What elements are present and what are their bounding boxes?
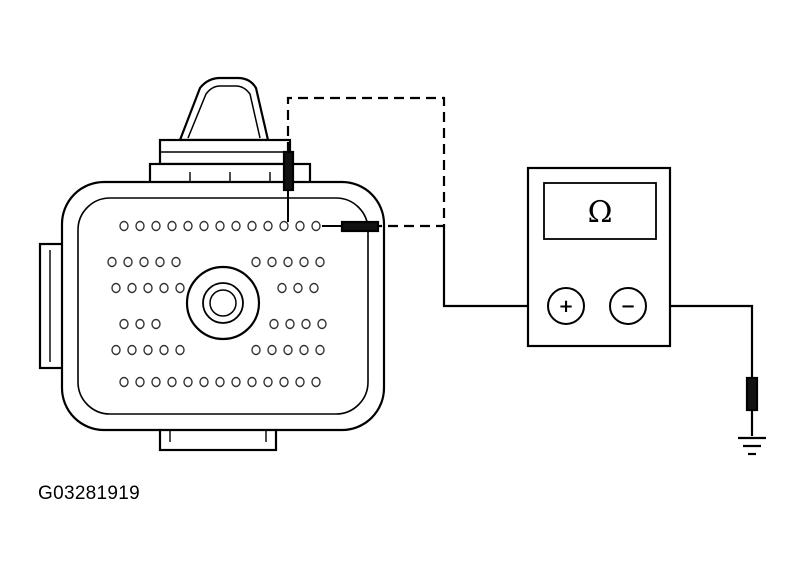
pin-cavity xyxy=(285,318,295,330)
pin-cavity xyxy=(167,376,177,388)
pin-cavity xyxy=(123,256,133,268)
negative-lead xyxy=(648,304,754,378)
pin-cavity xyxy=(311,376,321,388)
pin-cavity xyxy=(317,318,327,330)
positive-lead xyxy=(442,226,548,308)
pin-cavity xyxy=(263,220,273,232)
pin-cavities xyxy=(107,220,327,388)
pin-cavity xyxy=(171,256,181,268)
pin-cavity xyxy=(215,220,225,232)
pin-cavity xyxy=(151,220,161,232)
connector-latch-inner xyxy=(187,85,261,139)
test-leads xyxy=(282,96,766,456)
pin-cavity xyxy=(143,344,153,356)
pin-cavity xyxy=(119,376,129,388)
pin-cavity xyxy=(215,376,225,388)
pin-cavity xyxy=(183,376,193,388)
pin-cavity xyxy=(151,318,161,330)
pin-cavity xyxy=(143,282,153,294)
pin-cavity xyxy=(199,376,209,388)
pin-cavity xyxy=(231,220,241,232)
pin-cavity xyxy=(299,344,309,356)
ohmmeter-icon: Ω + − xyxy=(526,166,672,348)
pin-cavity xyxy=(119,220,129,232)
connector xyxy=(38,76,386,452)
pin-cavity xyxy=(135,318,145,330)
ground-probe xyxy=(745,376,759,412)
pin-cavity xyxy=(263,376,273,388)
pin-cavity xyxy=(279,220,289,232)
pin-cavity xyxy=(267,344,277,356)
pin-cavity xyxy=(183,220,193,232)
pin-cavity xyxy=(135,220,145,232)
pin-cavity xyxy=(277,282,287,294)
pin-cavity xyxy=(301,318,311,330)
meter-display xyxy=(543,182,657,240)
pin-cavity xyxy=(293,282,303,294)
pin-cavity xyxy=(155,256,165,268)
pin-cavity xyxy=(295,220,305,232)
pin-cavity xyxy=(159,344,169,356)
meter-positive-terminal xyxy=(547,287,585,325)
pin-cavity xyxy=(247,220,257,232)
pin-cavity xyxy=(295,376,305,388)
dashed-jumper-lead xyxy=(286,96,446,228)
pin-cavity xyxy=(139,256,149,268)
pin-cavity xyxy=(251,344,261,356)
connector-latch-icon xyxy=(178,76,270,142)
pin-cavity xyxy=(251,256,261,268)
pin-cavity xyxy=(167,220,177,232)
pin-cavity xyxy=(247,376,257,388)
pin-cavity xyxy=(127,344,137,356)
pin-cavity xyxy=(175,344,185,356)
pin-cavity xyxy=(269,318,279,330)
top-probe xyxy=(282,150,295,192)
pin-cavity xyxy=(279,376,289,388)
meter-display-symbol: Ω xyxy=(588,195,613,230)
pin-cavity xyxy=(159,282,169,294)
pin-cavity xyxy=(199,220,209,232)
pin-cavity xyxy=(283,344,293,356)
pin-cavity xyxy=(175,282,185,294)
pin-cavity xyxy=(127,282,137,294)
pin-cavity xyxy=(267,256,277,268)
center-bolt-icon xyxy=(185,265,261,341)
side-probe xyxy=(340,220,380,233)
pin-cavity xyxy=(315,256,325,268)
pin-cavity xyxy=(299,256,309,268)
pin-cavity xyxy=(231,376,241,388)
pin-cavity xyxy=(315,344,325,356)
pin-cavity xyxy=(309,282,319,294)
meter-positive-label: + xyxy=(558,296,573,317)
ground-symbol-icon xyxy=(738,436,766,456)
pin-cavity xyxy=(311,220,321,232)
pin-cavity xyxy=(135,376,145,388)
pin-cavity xyxy=(111,344,121,356)
pin-cavity xyxy=(111,282,121,294)
pin-cavity xyxy=(119,318,129,330)
figure-id: G03281919 xyxy=(38,483,141,504)
pin-cavity xyxy=(283,256,293,268)
meter-negative-label: − xyxy=(620,296,635,317)
pin-cavity xyxy=(107,256,117,268)
meter-negative-terminal xyxy=(609,287,647,325)
pin-cavity xyxy=(151,376,161,388)
